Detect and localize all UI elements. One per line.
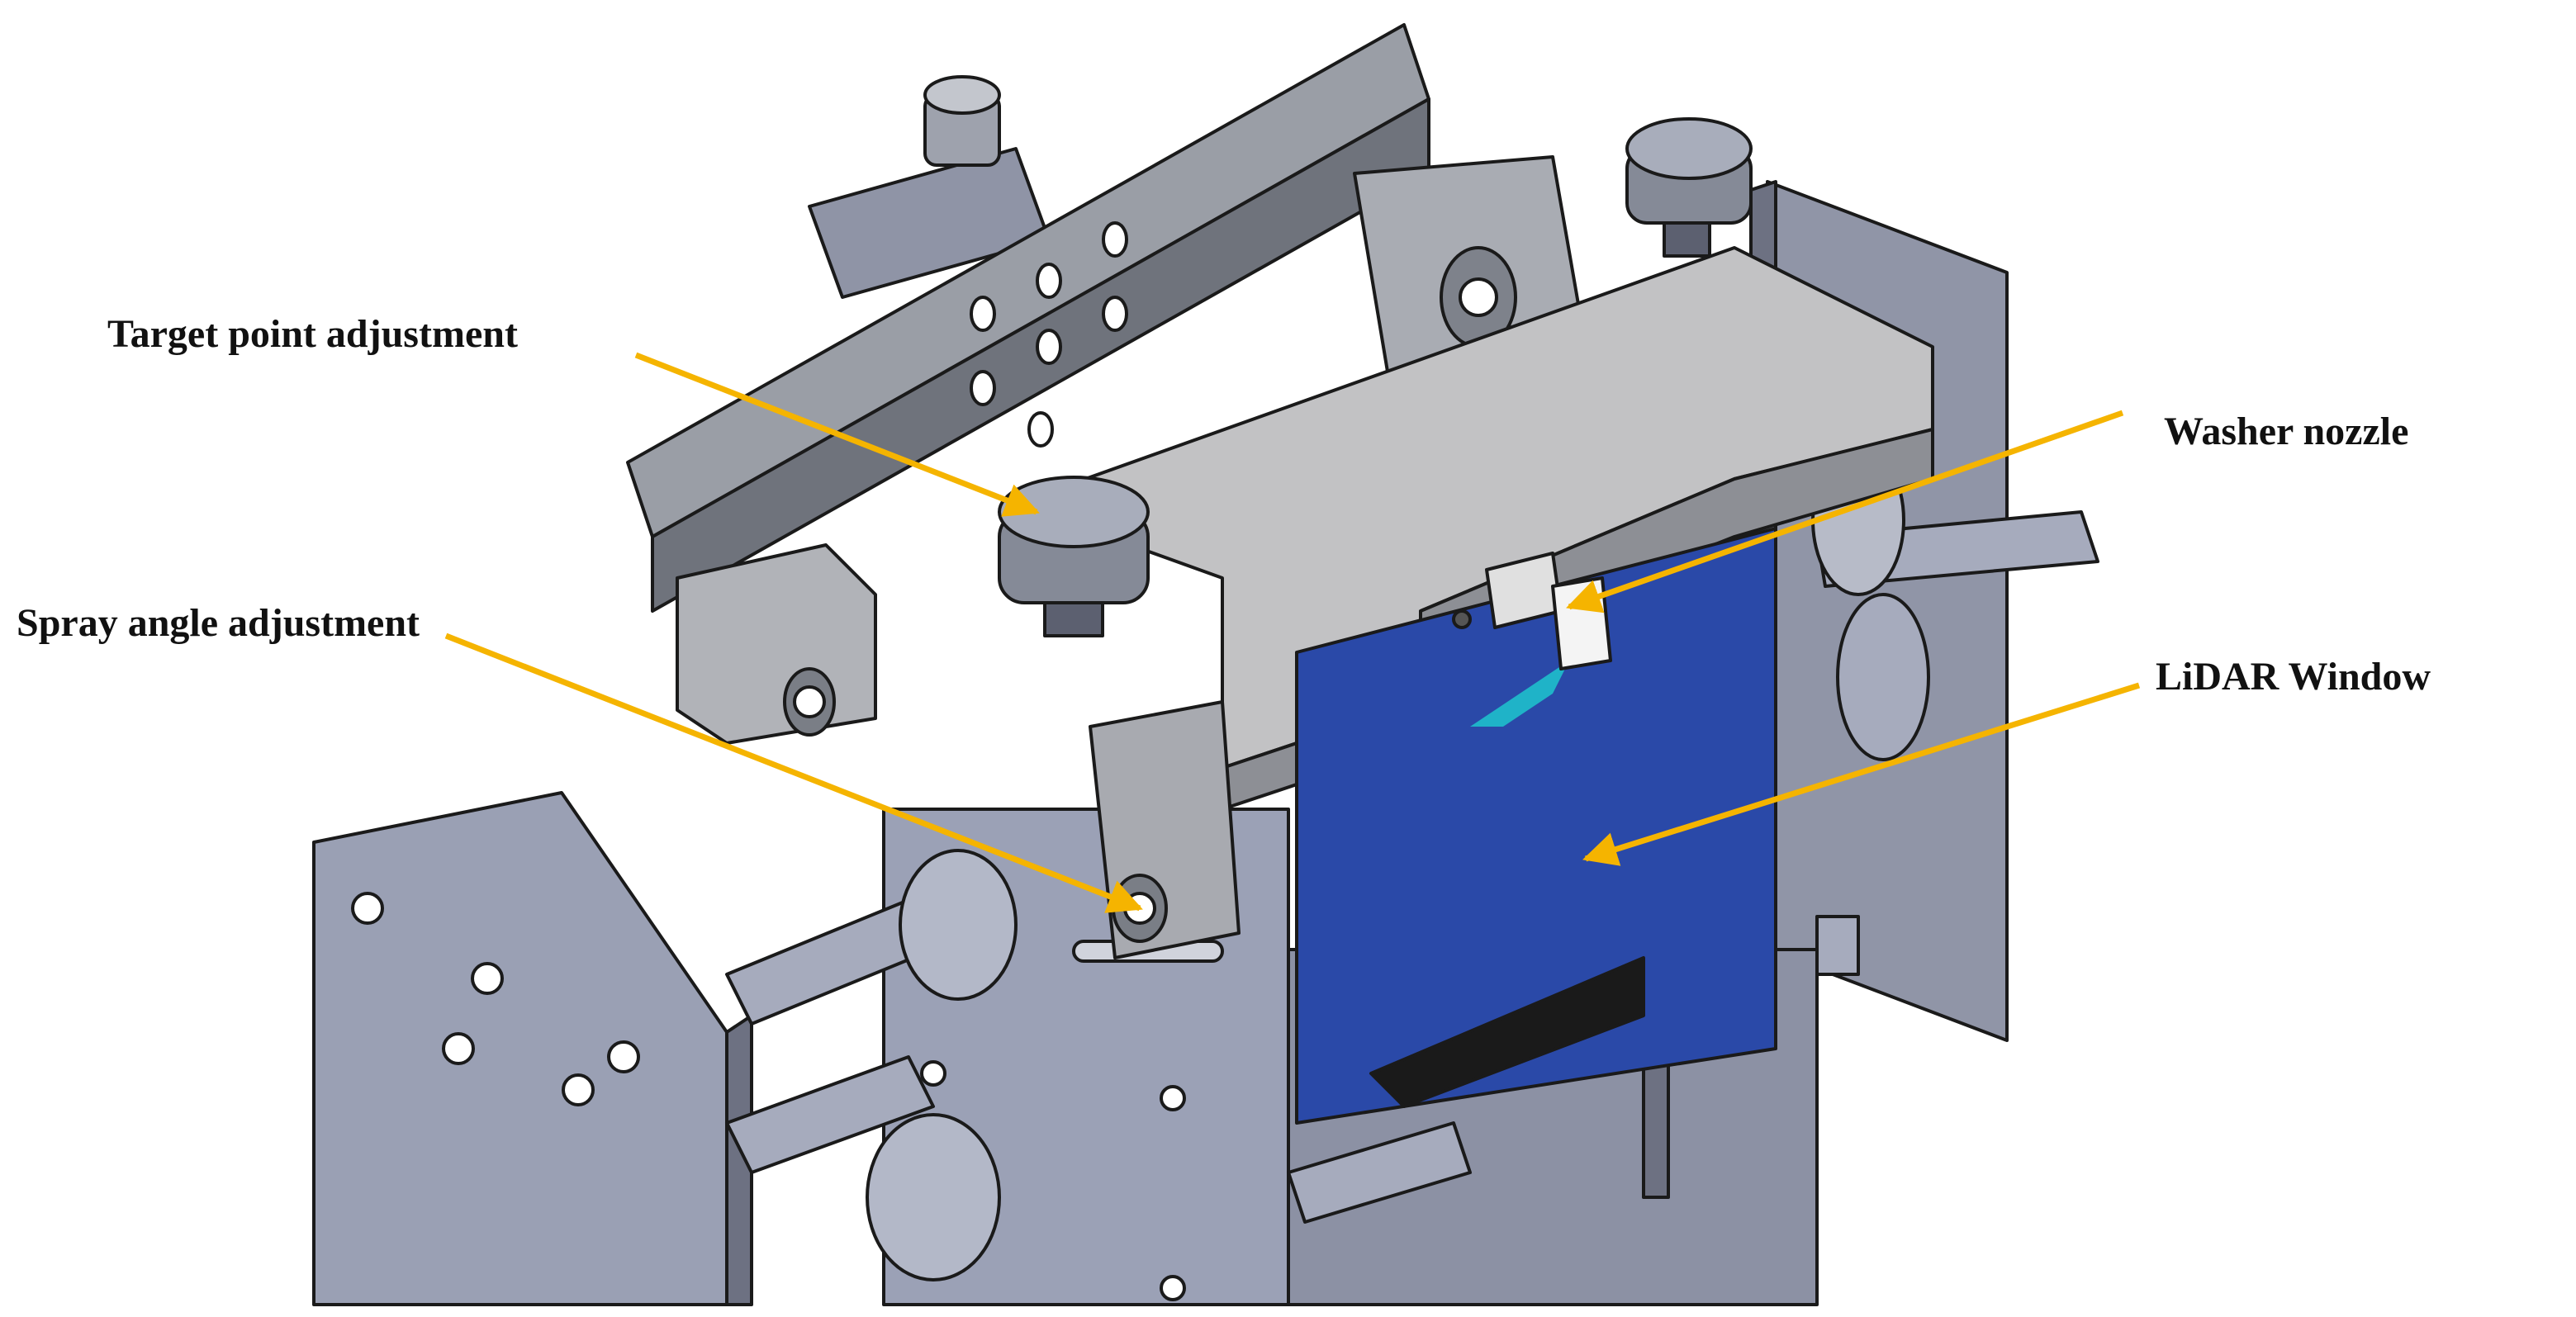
lidar-window-label: LiDAR Window xyxy=(2156,655,2431,699)
target-point-label: Target point adjustment xyxy=(107,312,518,356)
lidar-window-arrow xyxy=(1582,682,2141,866)
lidar-window xyxy=(1295,527,1777,1125)
washer-nozzle-arrow xyxy=(1566,410,2124,613)
callout-arrows xyxy=(444,352,2141,913)
target-point-arrow xyxy=(634,352,1040,517)
cad-assembly-drawing xyxy=(312,23,2099,1306)
washer-nozzle xyxy=(1452,552,1612,670)
spray-angle-label: Spray angle adjustment xyxy=(17,601,420,645)
washer-nozzle-label: Washer nozzle xyxy=(2164,410,2408,453)
rear-adjustment-knob xyxy=(1625,117,1753,258)
target-point-knob xyxy=(998,476,1150,637)
left-base-plate xyxy=(312,791,728,1306)
spray-angle-arrow xyxy=(444,632,1143,913)
